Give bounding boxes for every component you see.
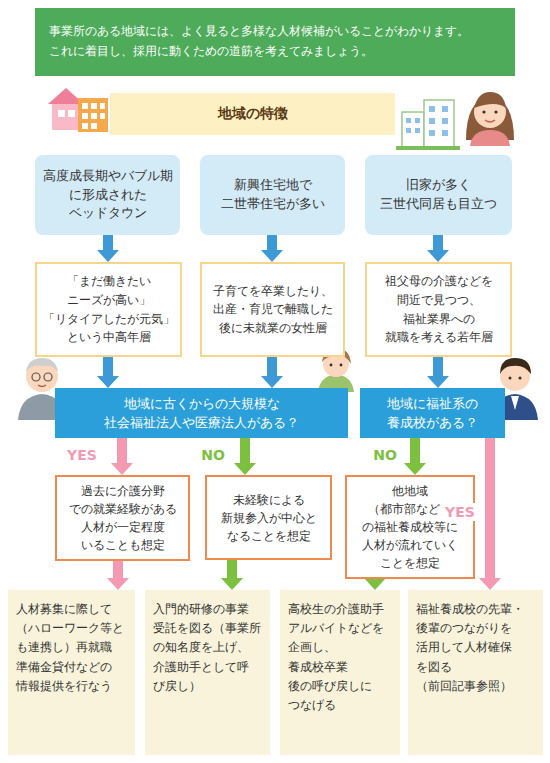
flow-arrow — [97, 235, 119, 262]
node-text: 地域の特徴 — [110, 105, 395, 123]
section-band: 地域の特徴 — [110, 93, 395, 135]
arrow-head — [111, 463, 133, 475]
question-band: 地域に福祉系の 養成校がある？ — [360, 388, 505, 438]
node-text: 祖父母の介護などを 間近で見つつ、 福祉業界への 就職を考える若年層 — [372, 272, 505, 346]
action-box: 人材募集に際して （ハローワーク等と も連携し）再就職 準備金貸付などの 情報提… — [8, 590, 135, 755]
arrow-head — [427, 250, 449, 262]
arrow-head — [427, 376, 449, 388]
woman-figure — [466, 92, 514, 146]
node-text: 未経験による 新規参入が中心と なることを想定 — [212, 491, 325, 545]
flow-arrow — [261, 357, 283, 388]
branch-label: YES — [442, 503, 478, 521]
group-box: 祖父母の介護などを 間近で見つつ、 福祉業界への 就職を考える若年層 — [365, 262, 512, 357]
node-text: 「まだ働きたい ニーズが高い」 「リタイアしたが元気」 という中高年層 — [42, 272, 175, 346]
branch-label: NO — [370, 446, 400, 464]
arrow-shaft — [113, 561, 123, 578]
node-text: 高校生の介護助手 アルバイトなどを 企画し、養成校卒業 後の呼び戻しに つなげる — [288, 600, 392, 715]
node-text: 地域に古くからの大規模な 社会福祉法人や医療法人がある？ — [61, 394, 342, 433]
node-text: 子育てを卒業したり、 出産・育児で離職した 後に未就業の女性層 — [207, 282, 338, 338]
arrow-shaft — [103, 357, 113, 376]
group-box: 子育てを卒業したり、 出産・育児で離職した 後に未就業の女性層 — [200, 262, 345, 357]
feature-box: 新興住宅地で 二世帯住宅が多い — [200, 155, 345, 235]
node-text: 人材募集に際して （ハローワーク等と も連携し）再就職 準備金貸付などの 情報提… — [16, 600, 127, 696]
house-icon — [48, 88, 108, 132]
arrow-head — [97, 376, 119, 388]
flow-arrow — [427, 357, 449, 388]
flow-arrow — [234, 438, 256, 475]
arrow-head — [364, 578, 386, 590]
flow-arrow — [97, 357, 119, 388]
flow-arrow — [261, 235, 283, 262]
node-text: 入門的研修の事業 受託を図る（事業所 の知名度を上げ、 介護助手として呼 び戻し… — [153, 600, 262, 696]
flow-arrow — [364, 578, 386, 590]
flow-arrow — [221, 560, 243, 590]
arrow-shaft — [267, 235, 277, 250]
arrow-head — [479, 578, 501, 590]
flow-arrow — [404, 438, 426, 475]
intro-banner: 事業所のある地域には、よく見ると多様な人材候補がいることがわかります。 これに着… — [35, 8, 515, 76]
arrow-shaft — [103, 235, 113, 250]
feature-box: 旧家が多く 三世代同居も目立つ — [365, 155, 512, 235]
branch-label: YES — [64, 446, 100, 464]
feature-box: 高度成長期やバブル期 に形成された ベッドタウン — [35, 155, 180, 235]
arrow-head — [261, 250, 283, 262]
arrow-head — [404, 463, 426, 475]
flow-arrow — [479, 438, 501, 590]
assumption-box: 他地域（都市部など） の福祉養成校等に 人材が流れていく ことを想定 — [345, 475, 475, 579]
action-box: 高校生の介護助手 アルバイトなどを 企画し、養成校卒業 後の呼び戻しに つなげる — [280, 590, 400, 755]
node-text: 地域に福祉系の 養成校がある？ — [366, 394, 499, 433]
action-box: 入門的研修の事業 受託を図る（事業所 の知名度を上げ、 介護助手として呼 び戻し… — [145, 590, 270, 755]
arrow-shaft — [227, 560, 237, 578]
assumption-box: 未経験による 新規参入が中心と なることを想定 — [205, 475, 332, 560]
flow-arrow — [427, 235, 449, 262]
question-band: 地域に古くからの大規模な 社会福祉法人や医療法人がある？ — [55, 388, 348, 438]
node-text: 過去に介護分野 での就業経験がある 人材が一定程度 いることも想定 — [62, 482, 183, 554]
node-text: 福祉養成校の先輩・ 後輩のつながりを 活用して人材確保 を図る （前回記事参照） — [416, 600, 535, 696]
assumption-box: 過去に介護分野 での就業経験がある 人材が一定程度 いることも想定 — [55, 475, 190, 561]
branch-label: NO — [198, 446, 228, 464]
building-icon — [396, 100, 460, 150]
flow-arrow — [107, 561, 129, 590]
arrow-shaft — [117, 438, 127, 463]
arrow-head — [261, 376, 283, 388]
arrow-shaft — [485, 438, 495, 578]
arrow-head — [107, 578, 129, 590]
group-box: 「まだ働きたい ニーズが高い」 「リタイアしたが元気」 という中高年層 — [35, 262, 182, 357]
arrow-shaft — [433, 357, 443, 376]
arrow-shaft — [410, 438, 420, 463]
arrow-head — [234, 463, 256, 475]
node-text: 事業所のある地域には、よく見ると多様な人材候補がいることがわかります。 これに着… — [49, 22, 501, 62]
node-text: 旧家が多く 三世代同居も目立つ — [371, 176, 506, 214]
node-text: 高度成長期やバブル期 に形成された ベッドタウン — [41, 167, 174, 223]
arrow-head — [221, 578, 243, 590]
arrow-shaft — [267, 357, 277, 376]
node-text: 他地域（都市部など） の福祉養成校等に 人材が流れていく ことを想定 — [352, 482, 468, 572]
node-text: 新興住宅地で 二世帯住宅が多い — [206, 176, 339, 214]
arrow-shaft — [240, 438, 250, 463]
flow-arrow — [111, 438, 133, 475]
arrow-head — [97, 250, 119, 262]
arrow-shaft — [433, 235, 443, 250]
action-box: 福祉養成校の先輩・ 後輩のつながりを 活用して人材確保 を図る （前回記事参照） — [408, 590, 543, 755]
